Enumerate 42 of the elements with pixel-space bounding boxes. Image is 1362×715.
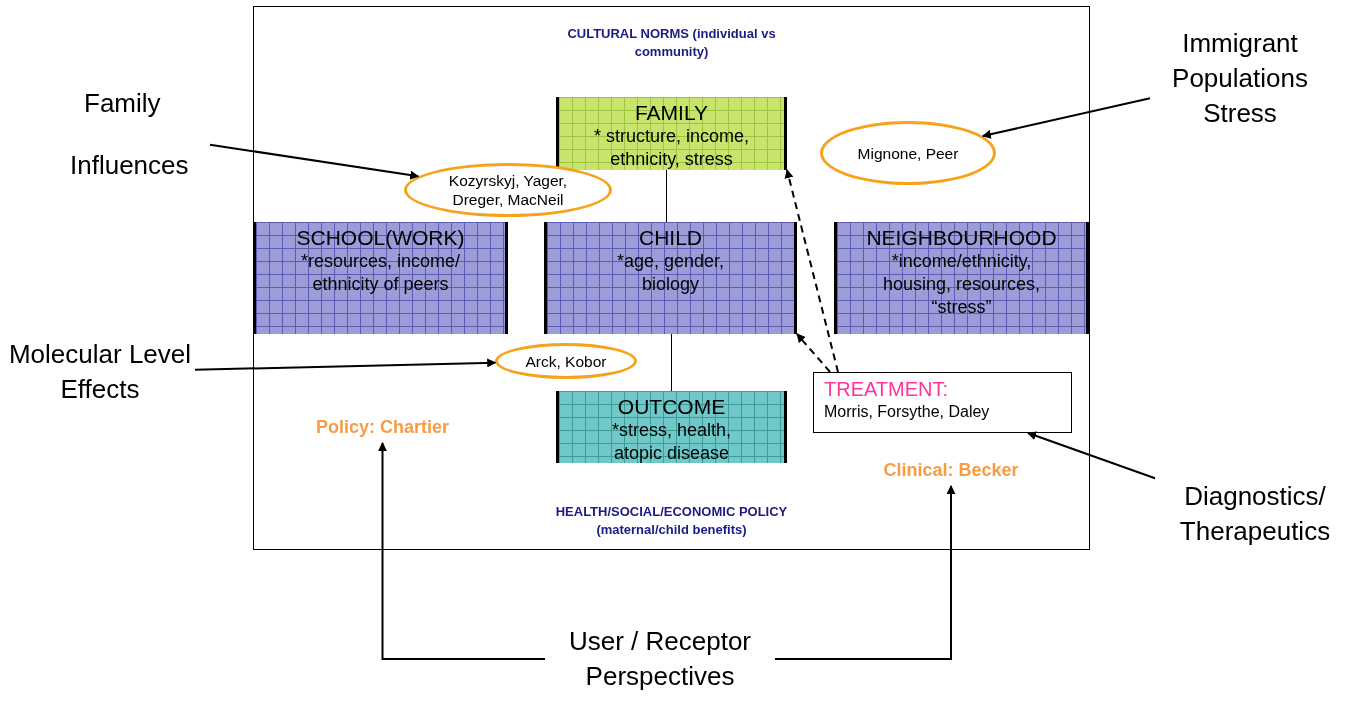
arrow xyxy=(1027,431,1156,480)
author-names: Arck, Kobor xyxy=(525,351,607,371)
box-title: OUTCOME xyxy=(617,395,726,419)
box-title: FAMILY xyxy=(634,101,709,125)
factor-box xyxy=(556,97,787,170)
factor-box xyxy=(253,222,508,334)
arrow xyxy=(194,358,497,371)
factor-box xyxy=(556,391,787,463)
factor-box xyxy=(544,222,797,334)
arrow xyxy=(796,333,831,373)
arrow xyxy=(209,143,420,180)
callout-text: Immigrant Populations Stress xyxy=(1150,24,1330,132)
box-title: CHILD xyxy=(639,226,702,250)
perspective-label: Policy: Chartier xyxy=(290,414,475,440)
connector-line xyxy=(671,333,672,392)
author-names: Morris, Forsythe, Daley xyxy=(824,402,991,422)
box-description: *stress, health, atopic disease xyxy=(610,419,733,465)
factor-box xyxy=(834,222,1089,334)
box-title: SCHOOL(WORK) xyxy=(296,226,465,250)
box-description: * structure, income, ethnicity, stress xyxy=(592,125,751,171)
box-title: TREATMENT: xyxy=(824,377,950,401)
connector-line xyxy=(666,169,667,223)
perspective-label: Clinical: Becker xyxy=(856,457,1046,483)
author-names: Mignone, Peer xyxy=(857,143,959,163)
arrow xyxy=(774,485,956,660)
author-names: Kozyrskyj, Yager, Dreger, MacNeil xyxy=(447,171,569,209)
box-title: NEIGHBOURHOOD xyxy=(866,226,1057,250)
arrow xyxy=(981,97,1151,139)
context-frame xyxy=(253,6,1090,550)
arrow xyxy=(784,169,839,373)
box-description: *age, gender, biology xyxy=(615,250,726,296)
callout-text: Diagnostics/ Therapeutics xyxy=(1155,478,1355,550)
callout-text: Molecular Level Effects xyxy=(5,337,195,407)
heading-text: HEALTH/SOCIAL/ECONOMIC POLICY (maternal/child benefits) xyxy=(554,503,789,539)
treatment-box xyxy=(813,372,1072,433)
heading-text: CULTURAL NORMS (individual vs community) xyxy=(566,25,777,61)
callout-text: User / Receptor Perspectives xyxy=(545,605,775,713)
arrow xyxy=(378,442,546,660)
callout-text: Influences xyxy=(70,150,190,180)
box-description: *resources, income/ ethnicity of peers xyxy=(299,250,462,296)
box-description: *income/ethnicity, housing, resources, “stress” xyxy=(881,250,1042,319)
callout-text: Family xyxy=(83,88,162,118)
